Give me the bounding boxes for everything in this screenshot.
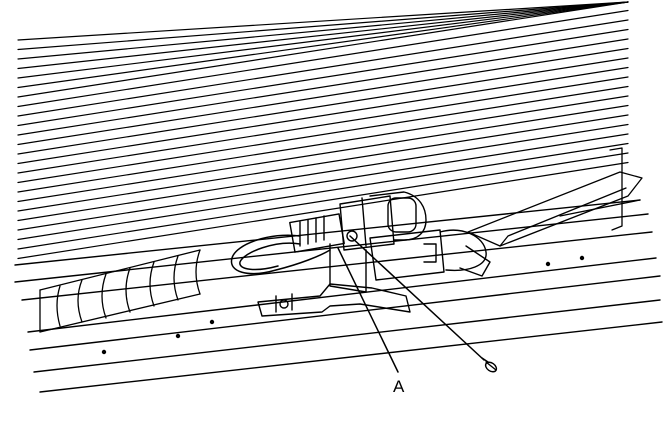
rib-line [17, 133, 629, 231]
rib-line [17, 123, 629, 222]
rib-line [17, 66, 629, 165]
rib-line [17, 76, 629, 174]
rib-line [17, 1, 629, 79]
rib-line [17, 1, 629, 98]
right-bracket [467, 147, 643, 247]
rib-line [17, 47, 629, 146]
rib-line [17, 1, 629, 70]
rib-line [17, 161, 629, 260]
rib-line [17, 1, 629, 51]
rib-line [17, 114, 629, 212]
rail-dots [101, 255, 585, 355]
ribbed-panel-lines [17, 1, 629, 260]
rib-line [17, 57, 629, 155]
rib-line [17, 28, 629, 127]
connector-module [289, 191, 491, 293]
rib-line [17, 38, 629, 136]
wire-harness [230, 234, 331, 275]
rib-line [17, 1, 629, 89]
rib-line [17, 142, 629, 241]
rib-line [17, 19, 629, 117]
lower-rail [14, 199, 663, 393]
rib-line [17, 85, 629, 184]
rib-line [17, 104, 629, 203]
rib-line [17, 95, 629, 193]
cylinder-segments [39, 249, 201, 333]
rib-line [17, 9, 629, 108]
callout-label-a: A [393, 377, 405, 396]
rib-line [17, 1, 629, 60]
base-bracket [257, 283, 411, 317]
rib-line [17, 152, 629, 250]
rib-line [17, 1, 629, 41]
callout-leaders [337, 235, 485, 373]
